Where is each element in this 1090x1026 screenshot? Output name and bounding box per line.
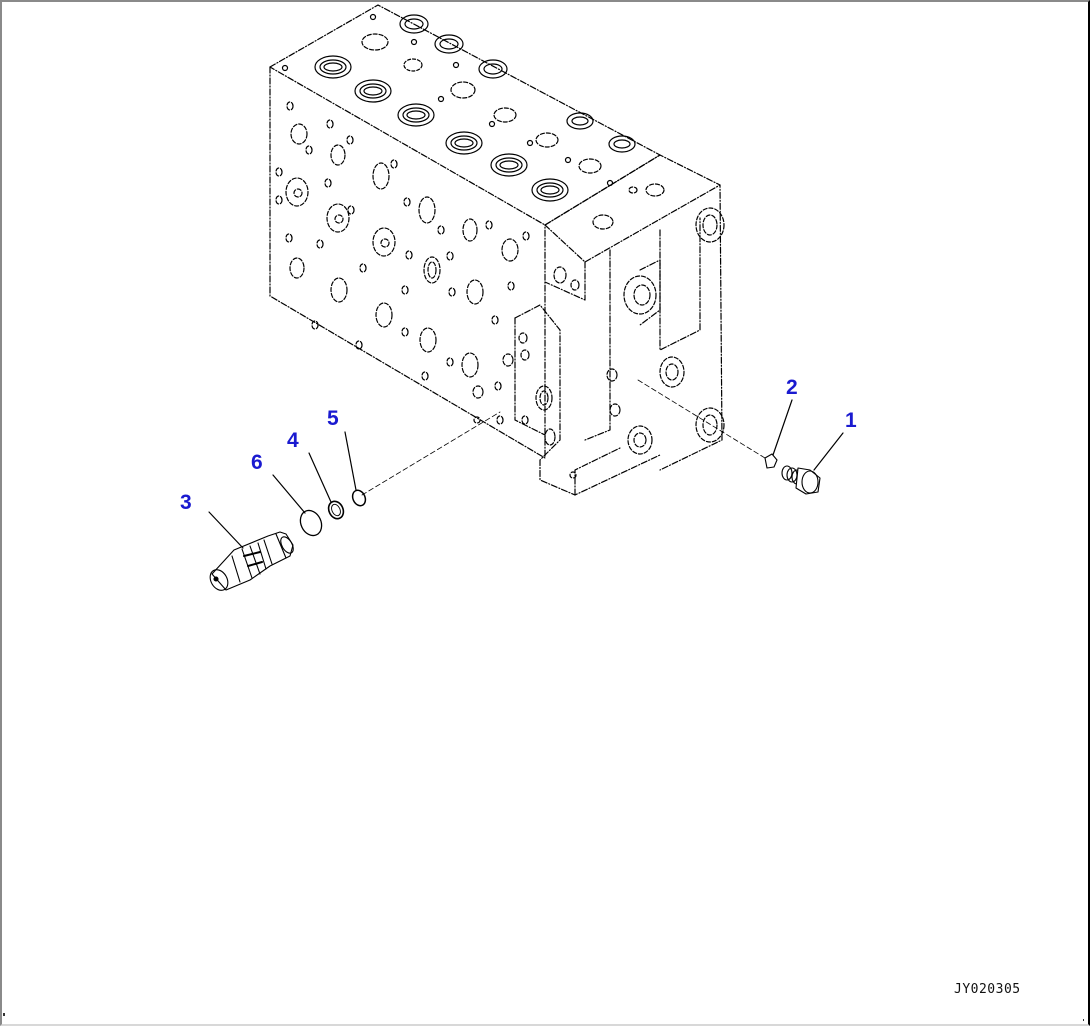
o-ring-4 xyxy=(327,500,345,520)
left-face-ports xyxy=(275,101,530,425)
callout-6[interactable]: 6 xyxy=(251,451,263,474)
corner-mark xyxy=(3,1013,5,1016)
drawing-id-label: JY020305 xyxy=(954,982,1021,997)
corner-mark-right xyxy=(1083,1019,1084,1021)
valve-block-end-section xyxy=(514,154,723,496)
o-ring-2 xyxy=(764,453,778,469)
plug-centerline xyxy=(637,379,766,459)
o-ring-5 xyxy=(351,489,367,507)
callout-4[interactable]: 4 xyxy=(287,429,299,452)
callout-1[interactable]: 1 xyxy=(845,409,857,432)
relief-valve-centerline xyxy=(361,411,501,496)
top-face-ports xyxy=(281,13,636,202)
callout-5[interactable]: 5 xyxy=(327,407,339,430)
end-section-ports xyxy=(518,183,725,479)
plug-bolt xyxy=(781,465,821,495)
backup-ring xyxy=(299,509,323,537)
valve-block-top-face xyxy=(269,4,661,226)
relief-valve-cartridge xyxy=(209,531,294,591)
valve-block-left-face xyxy=(269,66,546,459)
callout-2[interactable]: 2 xyxy=(786,376,798,399)
callout-3[interactable]: 3 xyxy=(180,491,192,514)
leader-lines xyxy=(208,399,844,549)
